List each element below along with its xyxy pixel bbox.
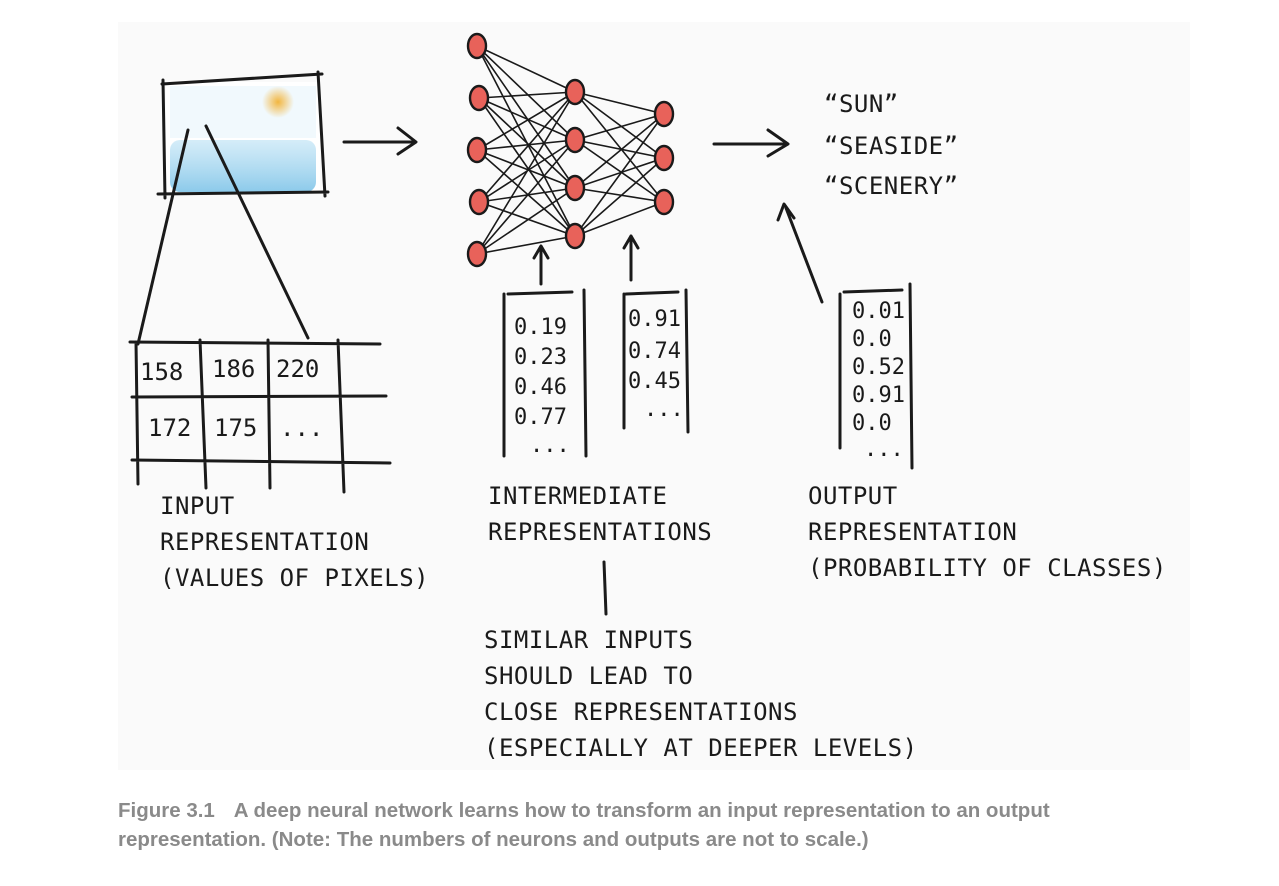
network-connection <box>574 139 665 159</box>
arrow-vector1-up <box>532 244 550 286</box>
neuron-layer-1 <box>466 240 488 268</box>
figure-panel: 158 186 220 172 175 ... INPUT REPRESENTA… <box>118 22 1190 770</box>
network-connection <box>574 187 665 203</box>
zoom-lines <box>136 124 310 346</box>
neuron-layer-2 <box>564 222 586 250</box>
vector-values: 0.19 0.23 0.46 0.77 ... <box>514 315 580 458</box>
vector-values: 0.01 0.0 0.52 0.91 0.0 ... <box>852 299 918 462</box>
network-connection <box>574 91 665 115</box>
network <box>466 32 675 268</box>
grid-cell: 158 <box>140 358 183 386</box>
grid-cell: ... <box>280 414 323 442</box>
neuron-layer-1 <box>468 188 490 216</box>
network-connection <box>476 149 576 189</box>
note-connector <box>602 560 608 616</box>
network-connection <box>574 201 665 237</box>
class-sun: “SUN” <box>824 90 899 118</box>
network-connection <box>478 91 576 203</box>
network-connection <box>476 45 576 189</box>
output-label: OUTPUT REPRESENTATION (PROBABILITY OF CL… <box>808 482 1167 582</box>
caption-text: A deep neural network learns how to tran… <box>118 799 1050 851</box>
network-connection <box>476 149 576 237</box>
neuron-layer-2 <box>564 126 586 154</box>
network-connection <box>574 91 665 203</box>
sea-icon <box>170 140 316 192</box>
network-connection <box>574 157 665 237</box>
network-connections <box>476 45 665 255</box>
figure-caption: Figure 3.1 A deep neural network learns … <box>118 796 1178 854</box>
network-connection <box>574 139 665 203</box>
network-connection <box>478 97 576 189</box>
network-connection <box>476 91 576 255</box>
input-label: INPUT REPRESENTATION (VALUES OF PIXELS) <box>160 492 429 592</box>
neuron-layer-3 <box>653 100 675 128</box>
network-connection <box>574 113 665 237</box>
neuron-layer-3 <box>653 144 675 172</box>
class-scenery: “SCENERY” <box>824 172 959 200</box>
network-connection <box>476 91 576 151</box>
intermediate-note: SIMILAR INPUTS SHOULD LEAD TO CLOSE REPR… <box>484 626 918 762</box>
neuron-layer-2 <box>564 78 586 106</box>
network-connection <box>476 235 576 255</box>
pixel-grid: 158 186 220 172 175 ... <box>128 338 392 494</box>
network-connection <box>478 201 576 237</box>
arrow-output-vector-to-classes <box>776 202 824 304</box>
arrow-input-to-network <box>342 126 418 156</box>
intermediate-vector-1: 0.19 0.23 0.46 0.77 ... <box>502 288 588 458</box>
grid-cell: 220 <box>276 355 319 383</box>
output-vector: 0.01 0.0 0.52 0.91 0.0 ... <box>838 282 918 470</box>
sun-icon <box>262 86 294 118</box>
arrow-vector2-up <box>622 234 640 282</box>
grid-cell: 175 <box>214 414 257 442</box>
network-connection <box>574 113 665 141</box>
network-connection <box>476 187 576 255</box>
figure-number: Figure 3.1 <box>118 799 215 822</box>
class-seaside: “SEASIDE” <box>824 132 959 160</box>
network-connection <box>574 157 665 189</box>
neuron-layer-1 <box>468 84 490 112</box>
output-classes: “SUN” “SEASIDE” “SCENERY” <box>824 90 974 200</box>
network-connection <box>476 139 576 151</box>
neural-network-diagram: 158 186 220 172 175 ... INPUT REPRESENTA… <box>128 32 1167 762</box>
network-connection <box>478 97 576 141</box>
network-connection <box>478 91 576 99</box>
input-image <box>156 70 330 200</box>
network-connection <box>574 113 665 189</box>
neuron-layer-3 <box>653 188 675 216</box>
neuron-layer-2 <box>564 174 586 202</box>
grid-cell: 186 <box>212 355 255 383</box>
network-connection <box>476 45 576 141</box>
grid-cell: 172 <box>148 414 191 442</box>
intermediate-label: INTERMEDIATE REPRESENTATIONS <box>488 482 712 546</box>
neuron-layer-1 <box>466 136 488 164</box>
intermediate-vector-2: 0.91 0.74 0.45 ... <box>622 288 694 434</box>
vector-values: 0.91 0.74 0.45 ... <box>628 307 694 422</box>
network-connection <box>574 91 665 159</box>
network-connection <box>476 139 576 255</box>
network-connection <box>478 97 576 237</box>
neuron-layer-1 <box>466 32 488 60</box>
network-neurons <box>466 32 675 268</box>
network-connection <box>476 45 576 93</box>
arrow-network-to-output <box>712 128 790 158</box>
